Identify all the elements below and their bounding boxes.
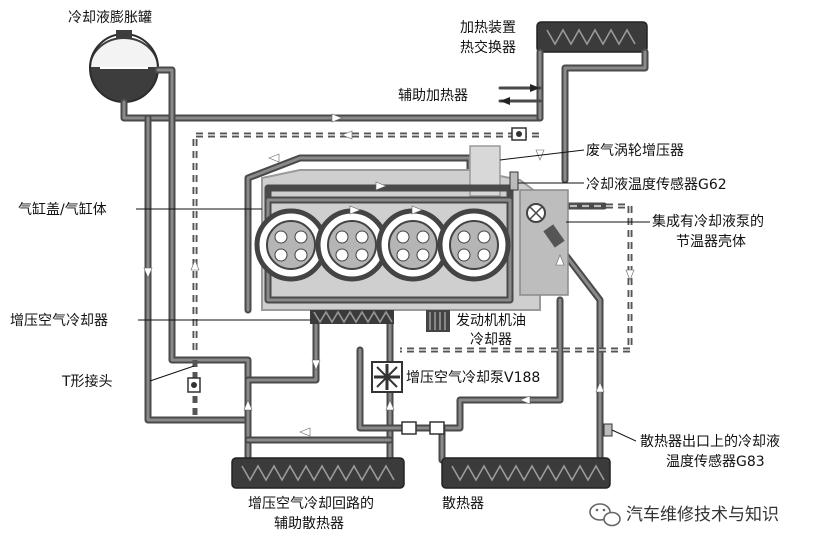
- label-thermostat-2: 节温器壳体: [676, 233, 746, 250]
- watermark: 汽车维修技术与知识: [589, 503, 779, 527]
- label-pump-v188: 增压空气冷却泵V188: [406, 370, 540, 386]
- cylinder-4: [437, 208, 511, 282]
- label-oil-cooler-1: 发动机机油: [456, 313, 526, 329]
- valves: [187, 127, 613, 437]
- aux-radiator: [231, 457, 405, 489]
- leader-lines: [136, 149, 650, 442]
- label-g83-1: 散热器出口上的冷却液: [640, 434, 780, 450]
- label-heater-core-1: 加热装置: [460, 20, 516, 36]
- wechat-icon: [589, 503, 621, 527]
- label-radiator: 散热器: [442, 496, 484, 512]
- main-radiator: [441, 457, 611, 489]
- label-expansion-tank: 冷却液膨胀罐: [68, 9, 152, 26]
- expansion-tank: [88, 30, 160, 103]
- cylinder-2: [315, 208, 389, 282]
- intercooler: [310, 310, 394, 324]
- cylinder-3: [376, 208, 450, 282]
- oil-cooler: [426, 310, 450, 332]
- label-turbo: 废气涡轮增压器: [586, 143, 684, 159]
- watermark-text: 汽车维修技术与知识: [626, 505, 779, 525]
- heater-core: [536, 21, 648, 53]
- label-aux-radiator-2: 辅助散热器: [274, 516, 344, 532]
- label-oil-cooler-2: 冷却器: [470, 332, 512, 348]
- label-thermostat-1: 集成有冷却液泵的: [652, 213, 764, 230]
- cylinder-1: [254, 208, 328, 282]
- flow-arrows: [143, 84, 635, 437]
- cylinders: [254, 208, 511, 282]
- label-intercooler: 增压空气冷却器: [10, 313, 108, 329]
- label-aux-heater: 辅助加热器: [398, 88, 468, 104]
- label-heater-core-2: 热交换器: [460, 39, 516, 56]
- label-g83-2: 温度传感器G83: [666, 453, 765, 470]
- label-cylinder: 气缸盖/气缸体: [18, 201, 107, 218]
- label-g62: 冷却液温度传感器G62: [586, 176, 727, 193]
- labels: 冷却液膨胀罐 加热装置 热交换器 辅助加热器 废气涡轮增压器 冷却液温度传感器G…: [10, 9, 780, 532]
- label-aux-radiator-1: 增压空气冷却回路的: [248, 496, 374, 512]
- pump-v188-icon: [371, 361, 403, 393]
- label-t-piece: T形接头: [61, 373, 113, 390]
